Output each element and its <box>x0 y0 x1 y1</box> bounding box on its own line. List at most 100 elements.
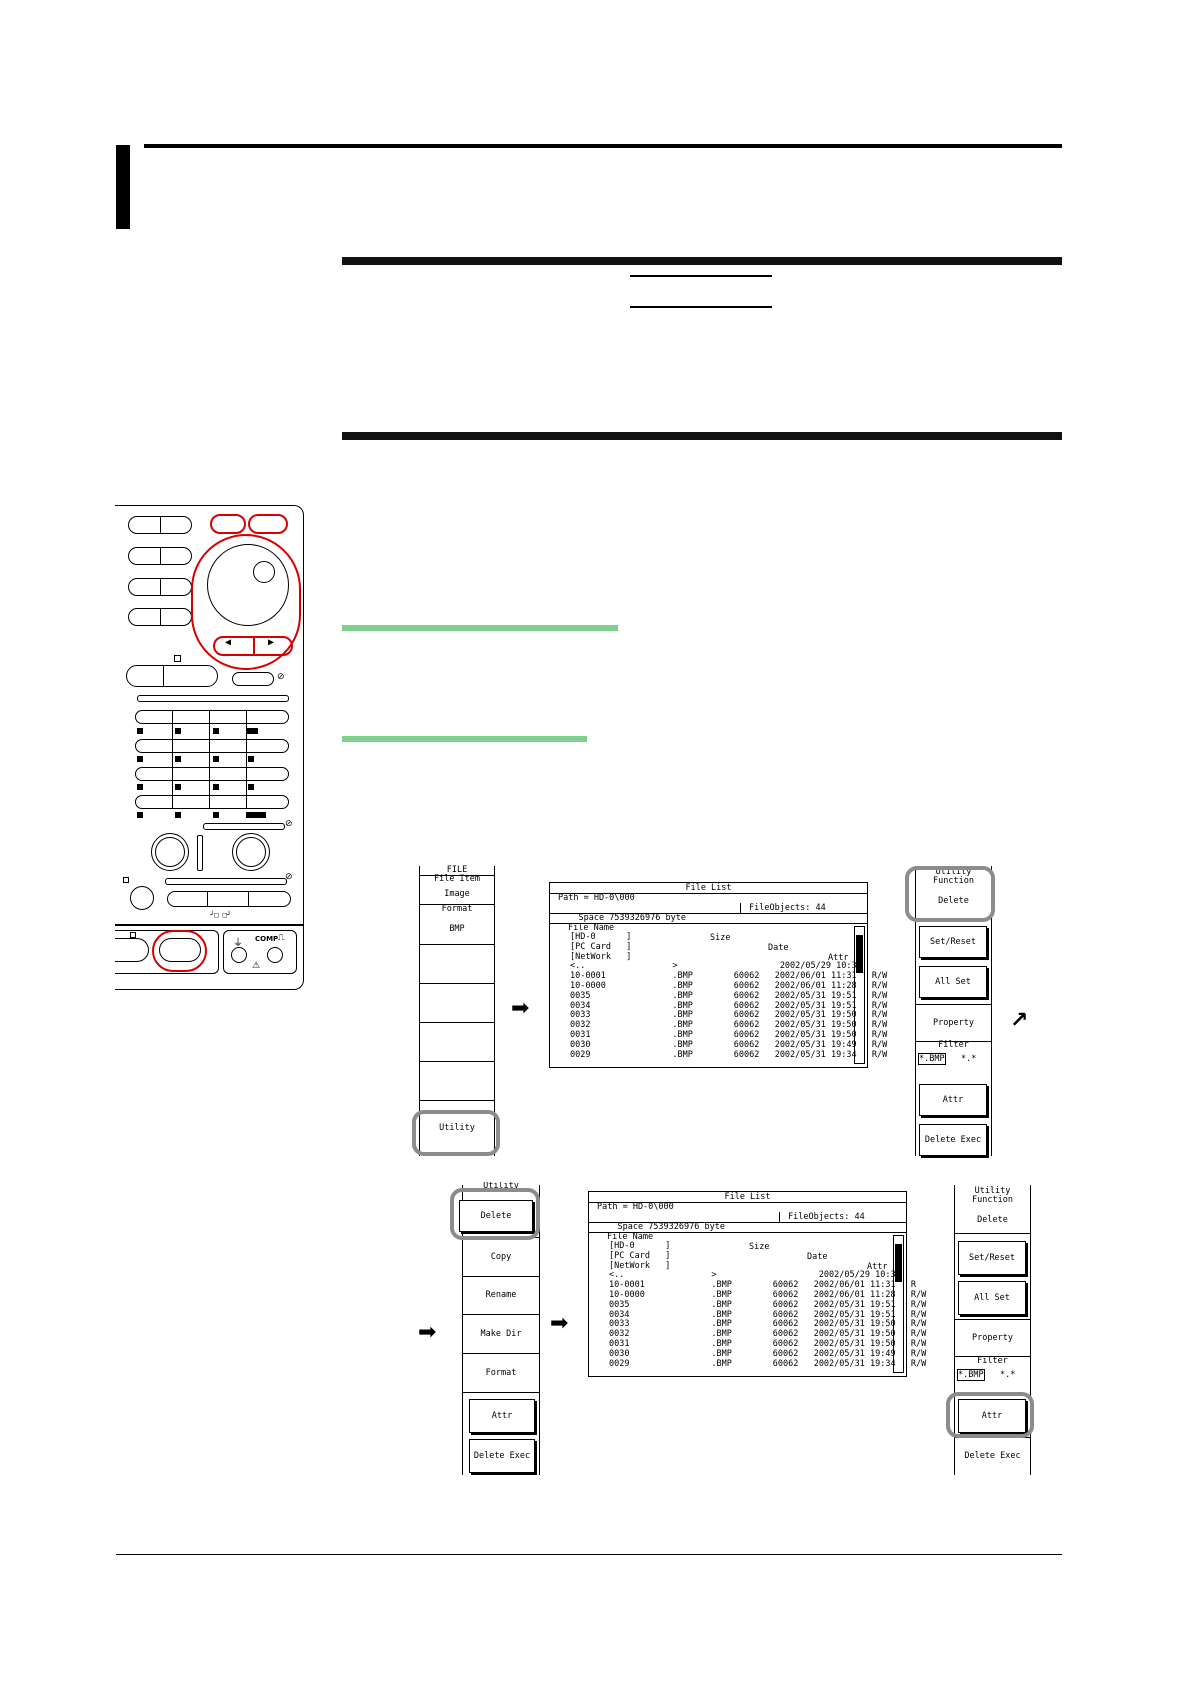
key-label-marks: ┘□ □┘ <box>210 911 232 919</box>
file-list-row[interactable]: [HD-0 ] <box>570 932 632 942</box>
file-list[interactable]: [HD-0 ][PC Card ][NetWork ]<.. > 2002/05… <box>570 932 888 1060</box>
comp-terminal-box <box>223 930 297 974</box>
delete-button[interactable]: Delete <box>459 1200 533 1232</box>
signal-icon: ⊘ <box>285 819 293 829</box>
format-value[interactable]: BMP <box>420 914 494 945</box>
delete-exec-button[interactable]: Delete Exec <box>469 1439 535 1473</box>
next-arrow-icon: ➡ <box>511 996 530 1021</box>
channel-key-row <box>135 795 289 809</box>
menu-header: FILE <box>420 866 494 876</box>
file-list-row[interactable]: 0030 .BMP 60062 2002/05/31 19:49 R/W <box>609 1348 927 1359</box>
set-reset-button[interactable]: Set/Reset <box>919 926 987 958</box>
path-text: Path = HD-0\000 <box>597 1202 674 1212</box>
attr-button[interactable]: Attr <box>469 1399 535 1433</box>
chapter-rule <box>144 144 1062 148</box>
menu-empty-slot <box>420 984 494 1023</box>
all-set-button[interactable]: All Set <box>919 966 987 998</box>
file-list-row[interactable]: 0032 .BMP 60062 2002/05/31 19:50 R/W <box>570 1020 888 1031</box>
warning-icon: ⚠ <box>252 961 261 971</box>
file-list-row[interactable]: 0033 .BMP 60062 2002/05/31 19:50 R/W <box>609 1319 927 1330</box>
menu-header-partial: Utility <box>483 1182 519 1188</box>
subheading-bar-2 <box>342 736 587 742</box>
file-list-row[interactable]: [NetWork ] <box>570 951 632 962</box>
utility-menu-item[interactable]: Utility <box>439 1123 475 1133</box>
file-list-row[interactable]: [PC Card ] <box>609 1250 671 1261</box>
copy-item[interactable]: Copy <box>463 1237 539 1277</box>
file-item-value[interactable]: Image <box>420 884 494 905</box>
property-item[interactable]: Property <box>916 1004 991 1042</box>
format-item[interactable]: Format <box>463 1354 539 1393</box>
next-arrow-icon: ➡ <box>418 1320 437 1345</box>
utility-header: Utility <box>935 867 972 877</box>
file-list-row[interactable]: 0031 .BMP 60062 2002/05/31 19:50 R/W <box>570 1029 888 1040</box>
column-header-row: File Name Size Date Attr <box>550 913 867 963</box>
channel-key-row <box>135 767 289 781</box>
scrollbar[interactable] <box>854 926 865 1064</box>
left-arrow-icon: ◀ <box>225 637 232 648</box>
file-list-row[interactable]: 0033 .BMP 60062 2002/05/31 19:50 R/W <box>570 1010 888 1021</box>
rename-item[interactable]: Rename <box>463 1276 539 1315</box>
chapter-tab-marker <box>116 145 130 229</box>
scrollbar-thumb[interactable] <box>856 935 863 973</box>
rotary-knob <box>232 833 270 871</box>
file-list-row[interactable]: 10-0001 .BMP 60062 2002/06/01 11:31 R <box>609 1280 917 1291</box>
file-list-row[interactable]: [HD-0 ] <box>609 1241 671 1251</box>
file-list-row[interactable]: [PC Card ] <box>570 941 632 952</box>
right-arrow-icon: ▶ <box>268 637 275 648</box>
utility-soft-menu-2: Utility Function Delete Set/Reset All Se… <box>954 1185 1031 1475</box>
file-list-row[interactable]: 0034 .BMP 60062 2002/05/31 19:51 R/W <box>570 1000 888 1011</box>
rotary-knob <box>151 833 189 871</box>
file-list-row[interactable]: [NetWork ] <box>609 1260 671 1271</box>
file-list-row[interactable]: 0035 .BMP 60062 2002/05/31 19:51 R/W <box>609 1299 927 1310</box>
filter-options[interactable]: *.BMP *.* <box>918 1053 977 1065</box>
ground-icon: ⏚ <box>233 938 243 949</box>
delete-exec-item[interactable]: Delete Exec <box>955 1437 1030 1474</box>
scrollbar[interactable] <box>893 1235 904 1373</box>
panel-key-row <box>167 891 291 907</box>
jog-dial-knob <box>207 544 289 626</box>
file-list-row[interactable]: <.. > 2002/05/29 10:34 <box>609 1270 901 1281</box>
file-list-row[interactable]: 0029 .BMP 60062 2002/05/31 19:34 R/W <box>609 1358 927 1369</box>
filter-options[interactable]: *.BMP *.* <box>957 1369 1016 1381</box>
file-list-row[interactable]: 10-0000 .BMP 60062 2002/06/01 11:28 R/W <box>609 1289 927 1300</box>
panel-key <box>232 672 274 686</box>
file-list-row[interactable]: 0029 .BMP 60062 2002/05/31 19:34 R/W <box>570 1049 888 1060</box>
comp-label: COMP <box>255 935 279 943</box>
function-label: Function <box>933 876 974 886</box>
function-label: Function <box>972 1195 1013 1205</box>
scrollbar-thumb[interactable] <box>895 1244 902 1282</box>
attr-button[interactable]: Attr <box>919 1084 987 1116</box>
underline-2 <box>630 306 772 308</box>
space-row: Space 7539326976 byte FileObjects: 44 <box>589 1212 906 1232</box>
square-wave-icon: ⎍ <box>278 933 285 943</box>
file-list[interactable]: [HD-0 ][PC Card ][NetWork ]<.. > 2002/05… <box>609 1241 927 1369</box>
utility-key-highlight <box>152 930 207 972</box>
small-knob <box>130 886 154 910</box>
file-list-row[interactable]: 10-0000 .BMP 60062 2002/06/01 11:28 R/W <box>570 980 888 991</box>
property-item[interactable]: Property <box>955 1319 1030 1357</box>
all-set-button[interactable]: All Set <box>958 1281 1026 1315</box>
file-list-row[interactable]: 0034 .BMP 60062 2002/05/31 19:51 R/W <box>609 1309 927 1320</box>
panel-key-highlighted <box>210 514 246 534</box>
file-list-screen-1: File List Path = HD-0\000 Space 75393269… <box>549 882 887 1068</box>
next-arrow-icon: ➡ <box>550 1311 569 1336</box>
delete-highlight <box>450 1188 540 1240</box>
panel-key <box>115 938 149 962</box>
make-dir-item[interactable]: Make Dir <box>463 1315 539 1354</box>
attr-button[interactable]: Attr <box>958 1399 1026 1433</box>
function-delete-value[interactable]: Delete <box>955 1207 1030 1234</box>
delete-exec-button[interactable]: Delete Exec <box>919 1124 987 1156</box>
file-list-row[interactable]: 0035 .BMP 60062 2002/05/31 19:51 R/W <box>570 990 888 1001</box>
menu-empty-slot <box>420 1062 494 1101</box>
panel-key-wide <box>126 665 218 687</box>
file-list-row[interactable]: 0031 .BMP 60062 2002/05/31 19:50 R/W <box>609 1338 927 1349</box>
filter-label: Filter <box>977 1356 1008 1366</box>
signal-icon: ⊘ <box>285 872 293 882</box>
file-list-row[interactable]: <.. > 2002/05/29 10:34 <box>570 961 862 972</box>
panel-key-highlighted <box>248 514 288 534</box>
file-list-row[interactable]: 0032 .BMP 60062 2002/05/31 19:50 R/W <box>609 1329 927 1340</box>
function-delete-value[interactable]: Delete <box>938 896 969 906</box>
file-list-row[interactable]: 10-0001 .BMP 60062 2002/06/01 11:31 R/W <box>570 971 888 982</box>
file-list-row[interactable]: 0030 .BMP 60062 2002/05/31 19:49 R/W <box>570 1039 888 1050</box>
set-reset-button[interactable]: Set/Reset <box>958 1241 1026 1275</box>
